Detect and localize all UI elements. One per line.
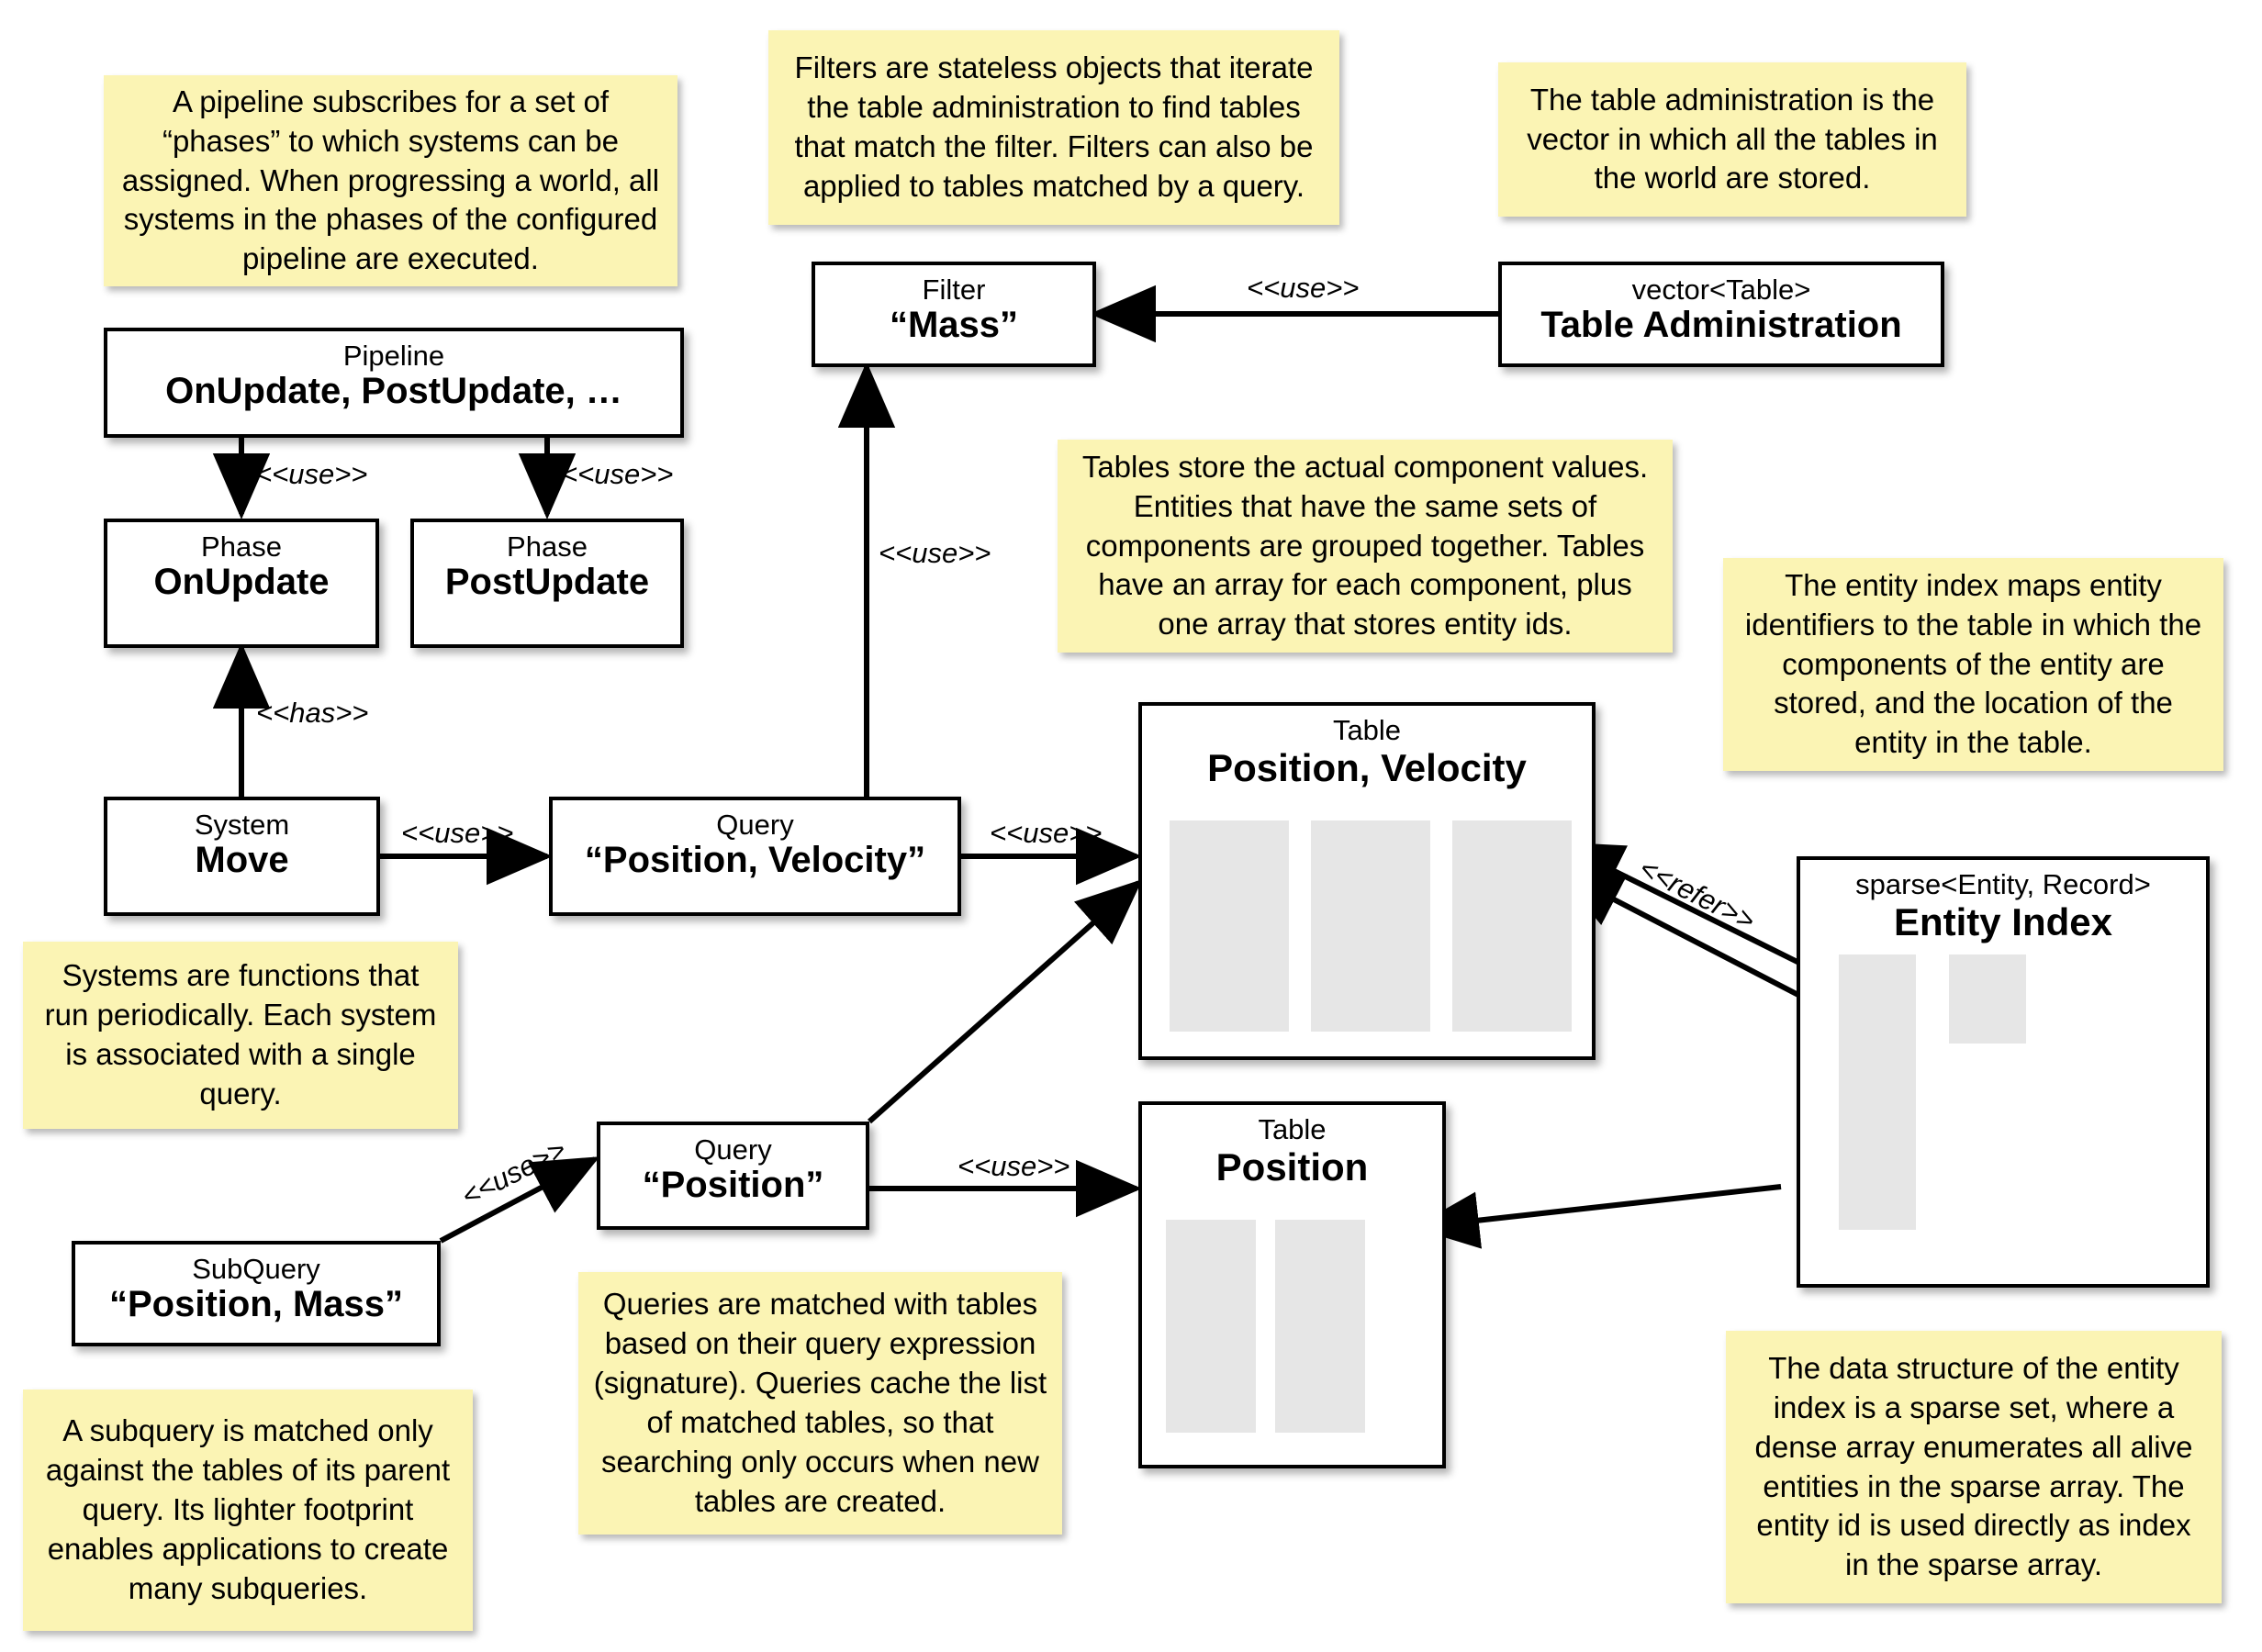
node-table-position-velocity-header: Table Position, Velocity	[1142, 706, 1592, 789]
node-query-position-velocity-kind: Query	[716, 809, 794, 841]
edge-label-pipeline-phasepost: <<use>>	[561, 458, 674, 490]
edge-label-system-querypv: <<use>>	[401, 817, 514, 849]
table-column	[1452, 820, 1572, 1032]
sparse-array-block	[1839, 954, 1916, 1230]
node-phase-postupdate[interactable]: Phase PostUpdate	[410, 519, 684, 648]
node-table-position-velocity-name: Position, Velocity	[1207, 746, 1527, 790]
node-subquery-position-mass-name: “Position, Mass”	[108, 1284, 404, 1325]
node-pipeline-name: OnUpdate, PostUpdate, …	[165, 371, 622, 412]
node-filter[interactable]: Filter “Mass”	[812, 262, 1096, 367]
node-query-position-name: “Position”	[642, 1165, 824, 1206]
wire-entityindex-tablep	[1413, 1184, 1782, 1249]
node-phase-postupdate-name: PostUpdate	[444, 562, 650, 603]
node-table-administration[interactable]: vector<Table> Table Administration	[1498, 262, 1944, 367]
node-subquery-position-mass[interactable]: SubQuery “Position, Mass”	[72, 1241, 441, 1346]
note-tableadmin: The table administration is the vector i…	[1498, 62, 1966, 217]
node-query-position-velocity[interactable]: Query “Position, Velocity”	[549, 797, 961, 916]
node-query-position-kind: Query	[694, 1133, 772, 1166]
node-table-position[interactable]: Table Position	[1138, 1101, 1446, 1468]
node-query-position-velocity-name: “Position, Velocity”	[584, 840, 926, 881]
edge-label-tableadmin-filter: <<use>>	[1247, 272, 1360, 304]
node-system-move-kind: System	[194, 809, 290, 841]
node-table-position-name: Position	[1215, 1145, 1369, 1189]
node-entity-index-header: sparse<Entity, Record> Entity Index	[1800, 860, 2206, 943]
edge-label-queryp-tablep: <<use>>	[957, 1150, 1070, 1182]
node-system-move[interactable]: System Move	[104, 797, 380, 916]
node-phase-onupdate[interactable]: Phase OnUpdate	[104, 519, 379, 648]
node-filter-kind: Filter	[922, 273, 986, 306]
node-phase-onupdate-kind: Phase	[201, 530, 282, 563]
node-pipeline-kind: Pipeline	[342, 340, 445, 372]
table-column	[1311, 820, 1430, 1032]
dense-array-block	[1949, 954, 2026, 1044]
node-system-move-name: Move	[195, 840, 289, 881]
edge-label-querypv-filter: <<use>>	[879, 537, 991, 569]
note-systems: Systems are functions that run periodica…	[23, 942, 458, 1129]
note-queries: Queries are matched with tables based on…	[578, 1272, 1062, 1535]
table-column	[1275, 1220, 1365, 1433]
node-phase-postupdate-kind: Phase	[507, 530, 588, 563]
node-table-administration-kind: vector<Table>	[1631, 273, 1811, 306]
note-filter: Filters are stateless objects that itera…	[768, 30, 1339, 225]
note-entityindex: The entity index maps entity identifiers…	[1723, 558, 2223, 771]
table-column	[1170, 820, 1289, 1032]
node-table-position-velocity[interactable]: Table Position, Velocity	[1138, 702, 1596, 1060]
node-table-position-velocity-kind: Table	[1332, 714, 1402, 746]
node-entity-index[interactable]: sparse<Entity, Record> Entity Index	[1797, 856, 2210, 1288]
node-query-position[interactable]: Query “Position”	[597, 1122, 869, 1230]
table-position-columns	[1166, 1220, 1426, 1433]
edge-label-subquery-queryp: <<use>>	[456, 1133, 571, 1213]
node-filter-name: “Mass”	[889, 305, 1019, 346]
note-subquery: A subquery is matched only against the t…	[23, 1390, 473, 1631]
node-pipeline[interactable]: Pipeline OnUpdate, PostUpdate, …	[104, 328, 684, 438]
note-pipeline: A pipeline subscribes for a set of “phas…	[104, 75, 677, 286]
note-tables: Tables store the actual component values…	[1058, 440, 1673, 653]
node-table-position-header: Table Position	[1142, 1105, 1442, 1189]
node-entity-index-kind: sparse<Entity, Record>	[1855, 868, 2151, 900]
wire-queryp-tablepv	[868, 879, 1143, 1124]
node-entity-index-name: Entity Index	[1893, 900, 2113, 944]
edge-label-entityindex-tablepv: <<refer>>	[1634, 852, 1761, 937]
node-phase-onupdate-name: OnUpdate	[153, 562, 330, 603]
table-column	[1166, 1220, 1256, 1433]
edge-label-pipeline-phaseon: <<use>>	[255, 458, 368, 490]
node-subquery-position-mass-kind: SubQuery	[192, 1253, 320, 1285]
table-position-velocity-columns	[1170, 820, 1572, 1032]
edge-label-system-phaseon: <<has>>	[256, 697, 369, 729]
edge-label-querypv-tablepv: <<use>>	[990, 817, 1103, 849]
node-table-administration-name: Table Administration	[1540, 305, 1902, 346]
node-table-position-kind: Table	[1258, 1113, 1327, 1145]
note-sparseset: The data structure of the entity index i…	[1726, 1331, 2222, 1603]
